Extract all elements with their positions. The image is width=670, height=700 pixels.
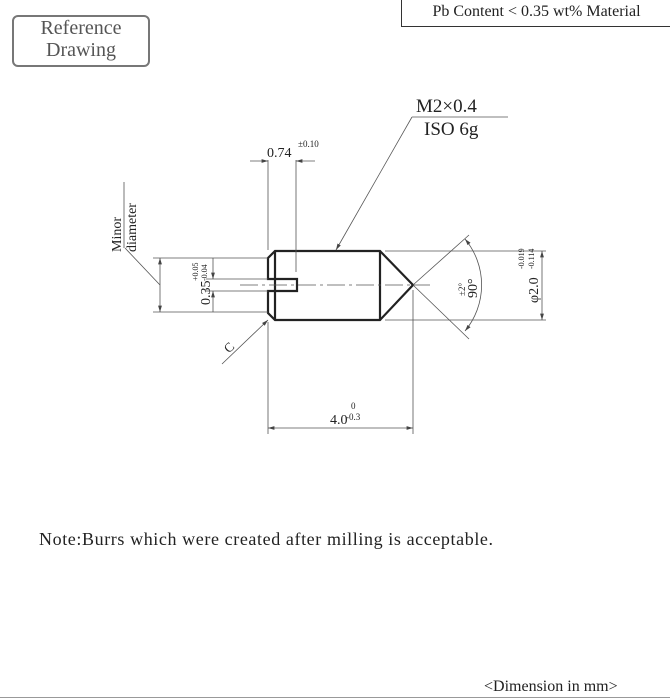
- diameter-tol-lower: -0.114: [527, 249, 536, 269]
- reference-drawing-stamp: Reference Drawing: [12, 15, 150, 67]
- material-note: Pb Content < 0.35 wt% Material: [401, 0, 670, 27]
- cone-angle: 90°: [466, 278, 481, 298]
- divider: [0, 697, 670, 698]
- length-tol-upper: 0: [351, 401, 356, 411]
- minor-diameter-label-line1: Minor: [110, 217, 125, 252]
- length-tol-lower: -0.3: [346, 412, 361, 422]
- units-note: <Dimension in mm>: [484, 678, 618, 695]
- slot-depth-tol-upper: +0.05: [191, 262, 200, 281]
- minor-diameter-label-line2: diameter: [125, 203, 140, 252]
- slot-width-tol: ±0.10: [298, 139, 319, 149]
- diameter-tol-upper: -0.019: [517, 248, 526, 269]
- slot-depth: 0.35: [199, 281, 214, 306]
- chamfer-label: C: [221, 339, 238, 356]
- screw-outline: [266, 249, 415, 322]
- reference-label-line2: Drawing: [46, 39, 116, 61]
- diameter: φ2.0: [527, 277, 542, 303]
- slot-width: 0.74: [267, 146, 292, 161]
- cone-angle-tol: ±2°: [457, 283, 467, 296]
- burr-note: Note:Burrs which were created after mill…: [39, 529, 494, 549]
- thread-spec-line1: M2×0.4: [416, 96, 477, 117]
- angle-arc: [464, 238, 482, 332]
- length: 4.0: [330, 413, 348, 428]
- thread-spec-line2: ISO 6g: [424, 119, 479, 140]
- slot-depth-tol-lower: -0.04: [200, 264, 209, 281]
- reference-label-line1: Reference: [40, 17, 122, 39]
